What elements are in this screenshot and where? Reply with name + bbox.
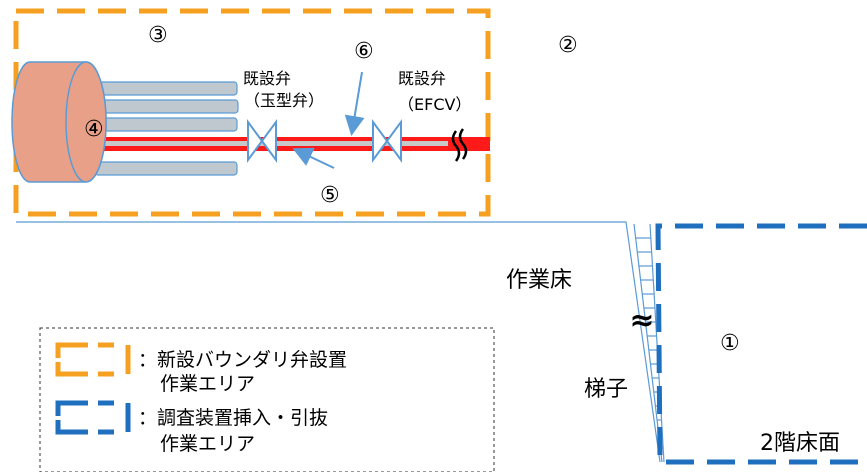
legend-border xyxy=(39,327,495,472)
pipe-break-symbol xyxy=(451,128,468,162)
legend: ：新設バウンダリ弁設置 作業エリア ：調査装置挿入・引抜 作業エリア xyxy=(39,327,495,472)
label-circle-1: ① xyxy=(720,331,740,356)
label-circle-5: ⑤ xyxy=(320,183,340,208)
label-globe-valve-line2: （玉型弁） xyxy=(244,91,324,110)
arrow-5 xyxy=(292,147,335,169)
work-floor-line xyxy=(16,221,661,463)
legend-orange-line1: ：新設バウンダリ弁設置 xyxy=(138,349,347,371)
legend-blue-swatch xyxy=(55,400,131,435)
label-circle-2: ② xyxy=(558,33,578,58)
gray-tubes xyxy=(89,81,239,176)
legend-blue-line2: 作業エリア xyxy=(160,433,255,455)
blue-work-area xyxy=(655,223,867,465)
legend-blue-line1: ：調査装置挿入・引抜 xyxy=(138,407,328,429)
label-ladder: 梯子 xyxy=(584,377,628,402)
globe-valve xyxy=(247,118,277,164)
label-globe-valve-line1: 既設弁 xyxy=(243,69,291,88)
penetration-cylinder xyxy=(11,61,107,183)
label-circle-4: ④ xyxy=(84,117,104,142)
label-efcv-valve-line1: 既設弁 xyxy=(398,69,446,88)
efcv-valve xyxy=(372,118,402,164)
legend-orange-line2: 作業エリア xyxy=(160,373,255,395)
ladder-break-mark: ≈ xyxy=(629,303,654,338)
ladder xyxy=(633,223,665,463)
label-circle-6: ⑥ xyxy=(354,39,374,64)
label-circle-3: ③ xyxy=(148,23,168,48)
label-efcv-valve-line2: （EFCV） xyxy=(398,95,471,114)
label-second-floor: 2階床面 xyxy=(760,431,840,456)
label-work-floor: 作業床 xyxy=(506,268,572,293)
arrow-6 xyxy=(344,71,365,136)
legend-orange-swatch xyxy=(55,342,131,377)
